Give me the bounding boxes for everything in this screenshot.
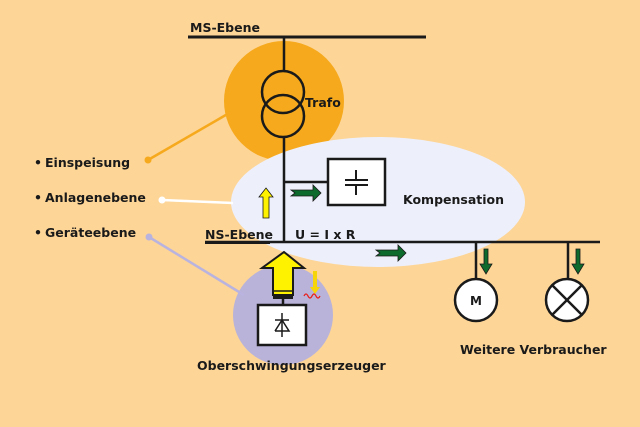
capacitor-box [326, 157, 387, 207]
legend-bullet: • [34, 190, 42, 205]
lamp-icon [544, 277, 590, 323]
current-arrow-small-icon [258, 187, 274, 219]
capacitor-icon [345, 170, 368, 195]
arrow-base [273, 295, 293, 299]
harmonic-current-icon [310, 271, 320, 294]
ns-level-label: NS-Ebene [205, 227, 273, 242]
legend-item-feed: Einspeisung [45, 155, 130, 170]
legend: • Einspeisung • Anlagenebene • Geräteebe… [34, 155, 146, 240]
feed-connector [147, 110, 232, 162]
diode-icon [274, 313, 291, 337]
power-arrow-lamp-icon [571, 248, 585, 275]
plant-connector-dot [158, 196, 166, 204]
ms-level-label: MS-Ebene [190, 20, 260, 35]
motor-icon [453, 277, 499, 323]
legend-item-device: Geräteebene [45, 225, 136, 240]
other-consumers-label: Weitere Verbraucher [460, 342, 607, 357]
compensation-label: Kompensation [403, 192, 504, 207]
power-arrow-compensation-icon [289, 184, 322, 202]
device-connector [148, 235, 245, 297]
feed-zone [224, 41, 344, 161]
legend-item-plant: Anlagenebene [45, 190, 146, 205]
feed-connector-dot [144, 156, 152, 164]
formula-label: U = I x R [295, 227, 356, 242]
plant-connector [161, 198, 234, 205]
power-arrow-motor-icon [479, 248, 493, 275]
power-arrow-bus-icon [374, 244, 407, 262]
transformer-label: Trafo [305, 95, 341, 110]
harmonic-generator-label: Oberschwingungserzeuger [197, 358, 387, 373]
motor-symbol: M [470, 294, 482, 308]
legend-bullet: • [34, 155, 42, 170]
harmonic-wave-icon [303, 293, 321, 299]
device-connector-dot [145, 233, 153, 241]
legend-bullet: • [34, 225, 42, 240]
